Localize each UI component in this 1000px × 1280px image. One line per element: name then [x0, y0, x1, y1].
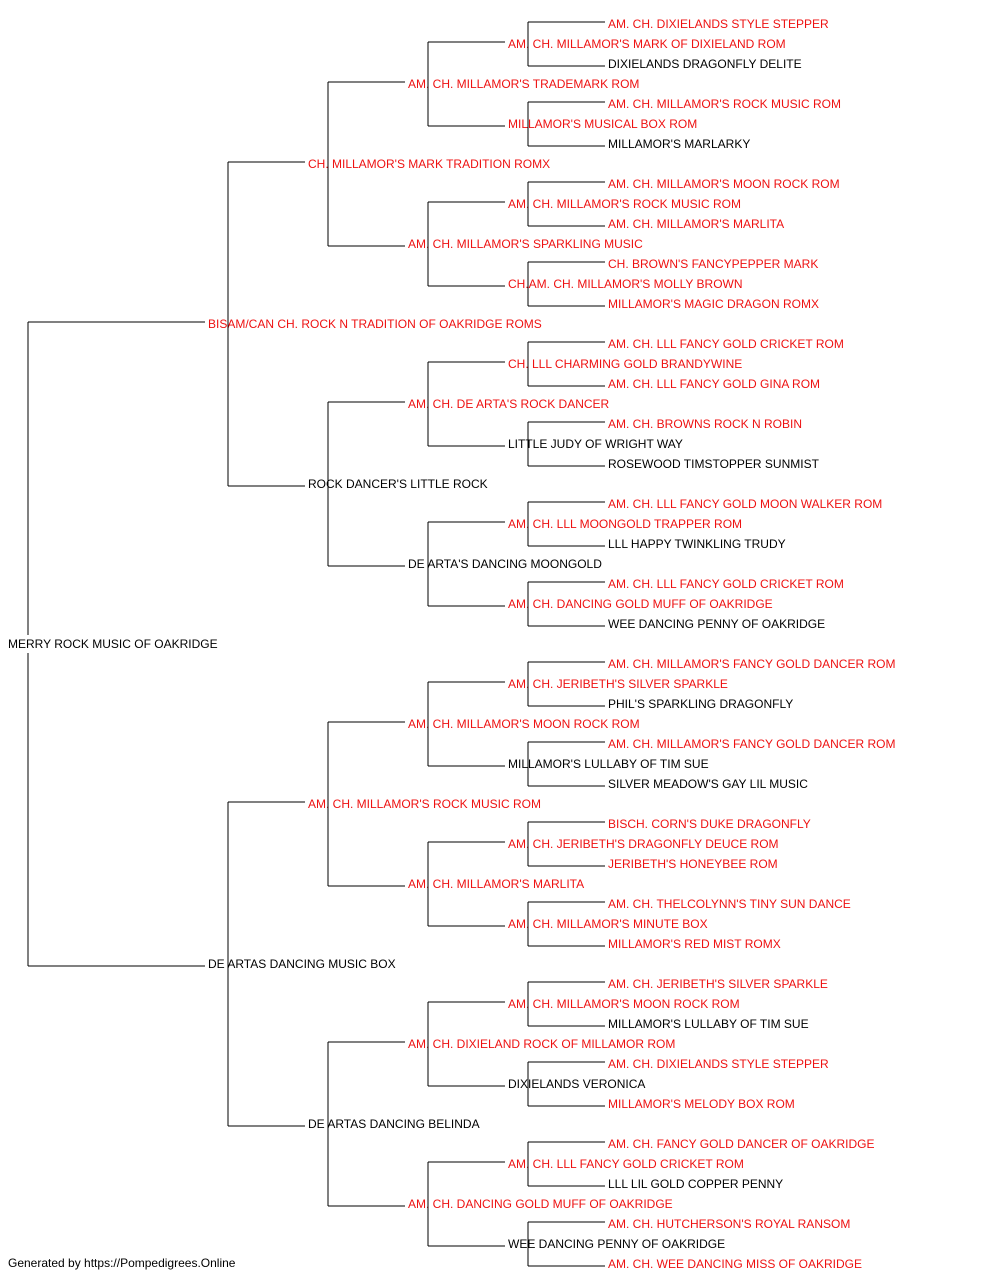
- ancestor-name-gen5: AM. CH. MILLAMOR'S ROCK MUSIC ROM: [608, 97, 841, 111]
- ancestor-name-gen5: AM. CH. MILLAMOR'S FANCY GOLD DANCER ROM: [608, 737, 895, 751]
- ancestor-name-gen1: DE ARTAS DANCING MUSIC BOX: [208, 957, 396, 971]
- ancestor-name-gen2: CH. MILLAMOR'S MARK TRADITION ROMX: [308, 157, 550, 171]
- ancestor-name-gen5: WEE DANCING PENNY OF OAKRIDGE: [608, 617, 825, 631]
- ancestor-name-gen5: LLL LIL GOLD COPPER PENNY: [608, 1177, 783, 1191]
- ancestor-name-gen4: CH.AM. CH. MILLAMOR'S MOLLY BROWN: [508, 277, 743, 291]
- ancestor-name-gen5: MILLAMOR'S MARLARKY: [608, 137, 750, 151]
- ancestor-name-gen5: AM. CH. LLL FANCY GOLD CRICKET ROM: [608, 577, 844, 591]
- ancestor-name-gen3: AM. CH. MILLAMOR'S MARLITA: [408, 877, 584, 891]
- ancestor-name-gen5: AM. CH. LLL FANCY GOLD MOON WALKER ROM: [608, 497, 882, 511]
- ancestor-name-gen3: AM. CH. MILLAMOR'S TRADEMARK ROM: [408, 77, 639, 91]
- ancestor-name-gen4: AM. CH. JERIBETH'S SILVER SPARKLE: [508, 677, 728, 691]
- ancestor-name-gen4: AM. CH. JERIBETH'S DRAGONFLY DEUCE ROM: [508, 837, 779, 851]
- ancestor-name-gen4: LITTLE JUDY OF WRIGHT WAY: [508, 437, 683, 451]
- ancestor-name-gen5: MILLAMOR'S MELODY BOX ROM: [608, 1097, 795, 1111]
- ancestor-name-gen2: ROCK DANCER'S LITTLE ROCK: [308, 477, 488, 491]
- subject-name: MERRY ROCK MUSIC OF OAKRIDGE: [8, 637, 218, 651]
- ancestor-name-gen5: AM. CH. LLL FANCY GOLD GINA ROM: [608, 377, 820, 391]
- ancestor-name-gen5: AM. CH. BROWNS ROCK N ROBIN: [608, 417, 802, 431]
- ancestor-name-gen5: BISCH. CORN'S DUKE DRAGONFLY: [608, 817, 811, 831]
- ancestor-name-gen2: DE ARTAS DANCING BELINDA: [308, 1117, 480, 1131]
- ancestor-name-gen5: AM. CH. MILLAMOR'S FANCY GOLD DANCER ROM: [608, 657, 895, 671]
- ancestor-name-gen5: AM. CH. DIXIELANDS STYLE STEPPER: [608, 17, 829, 31]
- ancestor-name-gen5: MILLAMOR'S LULLABY OF TIM SUE: [608, 1017, 809, 1031]
- ancestor-name-gen5: AM. CH. MILLAMOR'S MARLITA: [608, 217, 784, 231]
- ancestor-name-gen5: AM. CH. THELCOLYNN'S TINY SUN DANCE: [608, 897, 851, 911]
- ancestor-name-gen5: MILLAMOR'S MAGIC DRAGON ROMX: [608, 297, 819, 311]
- ancestor-name-gen4: AM. CH. MILLAMOR'S ROCK MUSIC ROM: [508, 197, 741, 211]
- ancestor-name-gen4: AM. CH. LLL MOONGOLD TRAPPER ROM: [508, 517, 742, 531]
- ancestor-name-gen5: PHIL'S SPARKLING DRAGONFLY: [608, 697, 793, 711]
- ancestor-name-gen4: WEE DANCING PENNY OF OAKRIDGE: [508, 1237, 725, 1251]
- ancestor-name-gen2: AM. CH. MILLAMOR'S ROCK MUSIC ROM: [308, 797, 541, 811]
- ancestor-name-gen5: JERIBETH'S HONEYBEE ROM: [608, 857, 778, 871]
- ancestor-name-gen4: DIXIELANDS VERONICA: [508, 1077, 645, 1091]
- ancestor-name-gen5: SILVER MEADOW'S GAY LIL MUSIC: [608, 777, 808, 791]
- ancestor-name-gen4: AM. CH. MILLAMOR'S MOON ROCK ROM: [508, 997, 740, 1011]
- ancestor-name-gen3: AM. CH. MILLAMOR'S SPARKLING MUSIC: [408, 237, 643, 251]
- ancestor-name-gen5: LLL HAPPY TWINKLING TRUDY: [608, 537, 786, 551]
- ancestor-name-gen3: DE ARTA'S DANCING MOONGOLD: [408, 557, 602, 571]
- ancestor-name-gen4: CH. LLL CHARMING GOLD BRANDYWINE: [508, 357, 742, 371]
- ancestor-name-gen3: AM. CH. DIXIELAND ROCK OF MILLAMOR ROM: [408, 1037, 675, 1051]
- ancestor-name-gen4: AM. CH. LLL FANCY GOLD CRICKET ROM: [508, 1157, 744, 1171]
- ancestor-name-gen5: CH. BROWN'S FANCYPEPPER MARK: [608, 257, 818, 271]
- ancestor-name-gen5: DIXIELANDS DRAGONFLY DELITE: [608, 57, 802, 71]
- ancestor-name-gen3: AM. CH. DE ARTA'S ROCK DANCER: [408, 397, 610, 411]
- ancestor-name-gen4: AM. CH. MILLAMOR'S MINUTE BOX: [508, 917, 708, 931]
- ancestor-name-gen4: AM. CH. DANCING GOLD MUFF OF OAKRIDGE: [508, 597, 773, 611]
- ancestor-name-gen5: AM. CH. MILLAMOR'S MOON ROCK ROM: [608, 177, 840, 191]
- ancestor-name-gen4: MILLAMOR'S LULLABY OF TIM SUE: [508, 757, 709, 771]
- generated-by-footer: Generated by https://Pompedigrees.Online: [8, 1256, 236, 1270]
- ancestor-name-gen5: AM. CH. HUTCHERSON'S ROYAL RANSOM: [608, 1217, 850, 1231]
- ancestor-name-gen5: AM. CH. LLL FANCY GOLD CRICKET ROM: [608, 337, 844, 351]
- ancestor-name-gen5: ROSEWOOD TIMSTOPPER SUNMIST: [608, 457, 820, 471]
- ancestor-name-gen4: AM. CH. MILLAMOR'S MARK OF DIXIELAND ROM: [508, 37, 786, 51]
- ancestor-name-gen5: AM. CH. JERIBETH'S SILVER SPARKLE: [608, 977, 828, 991]
- ancestor-name-gen5: AM. CH. DIXIELANDS STYLE STEPPER: [608, 1057, 829, 1071]
- ancestor-name-gen3: AM. CH. DANCING GOLD MUFF OF OAKRIDGE: [408, 1197, 673, 1211]
- ancestor-name-gen5: AM. CH. FANCY GOLD DANCER OF OAKRIDGE: [608, 1137, 874, 1151]
- ancestor-name-gen5: MILLAMOR'S RED MIST ROMX: [608, 937, 781, 951]
- ancestor-name-gen4: MILLAMOR'S MUSICAL BOX ROM: [508, 117, 697, 131]
- ancestor-name-gen1: BISAM/CAN CH. ROCK N TRADITION OF OAKRID…: [208, 317, 542, 331]
- ancestor-name-gen5: AM. CH. WEE DANCING MISS OF OAKRIDGE: [608, 1257, 862, 1271]
- ancestor-name-gen3: AM. CH. MILLAMOR'S MOON ROCK ROM: [408, 717, 640, 731]
